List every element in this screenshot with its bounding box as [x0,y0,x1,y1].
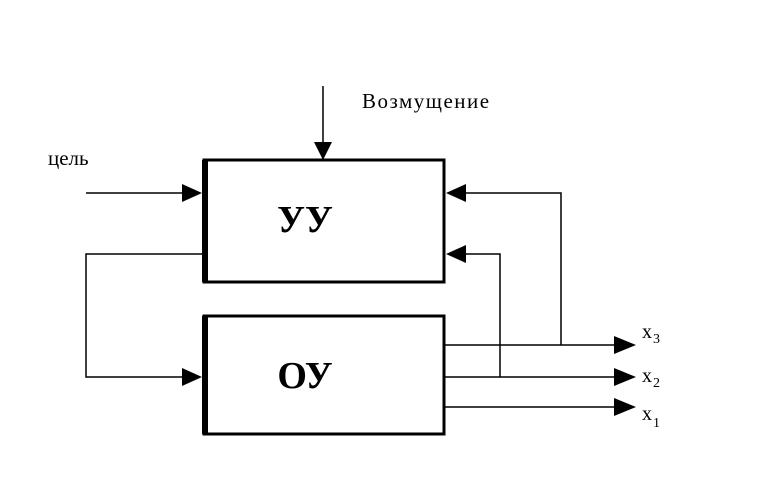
output-arrowhead-x2 [614,368,636,386]
output-label-x1: x1 [642,403,660,431]
control-block-label: УУ [277,199,333,241]
object-block [202,314,446,436]
control-signal-arrowhead [182,368,202,386]
output-arrowhead-x1 [614,398,636,416]
output-letter-x1: x [642,403,652,425]
goal-label: цель [48,146,89,170]
object-block-input-edge [202,316,208,434]
goal-arrowhead [182,184,202,202]
output-letter-x3: x [642,321,652,343]
output-letter-x2: x [642,365,652,387]
output-label-x3: x3 [642,321,660,347]
control-block-input-edge [202,160,208,282]
object-block-label: ОУ [277,355,332,397]
output-label-x2: x2 [642,365,660,391]
disturbance-label: Возмущение [362,89,491,113]
disturbance-arrowhead [314,142,332,160]
control-block [202,158,446,284]
feedback-line-x2 [464,253,501,377]
output-arrowhead-x3 [614,336,636,354]
output-index-x3: 3 [653,332,660,347]
output-index-x1: 1 [653,416,660,431]
feedback-arrowhead-x3 [446,184,466,202]
output-index-x2: 2 [653,376,660,391]
feedback-arrowhead-x2 [446,245,466,263]
control-signal-line [85,253,202,378]
feedback-line-x3 [464,192,562,345]
